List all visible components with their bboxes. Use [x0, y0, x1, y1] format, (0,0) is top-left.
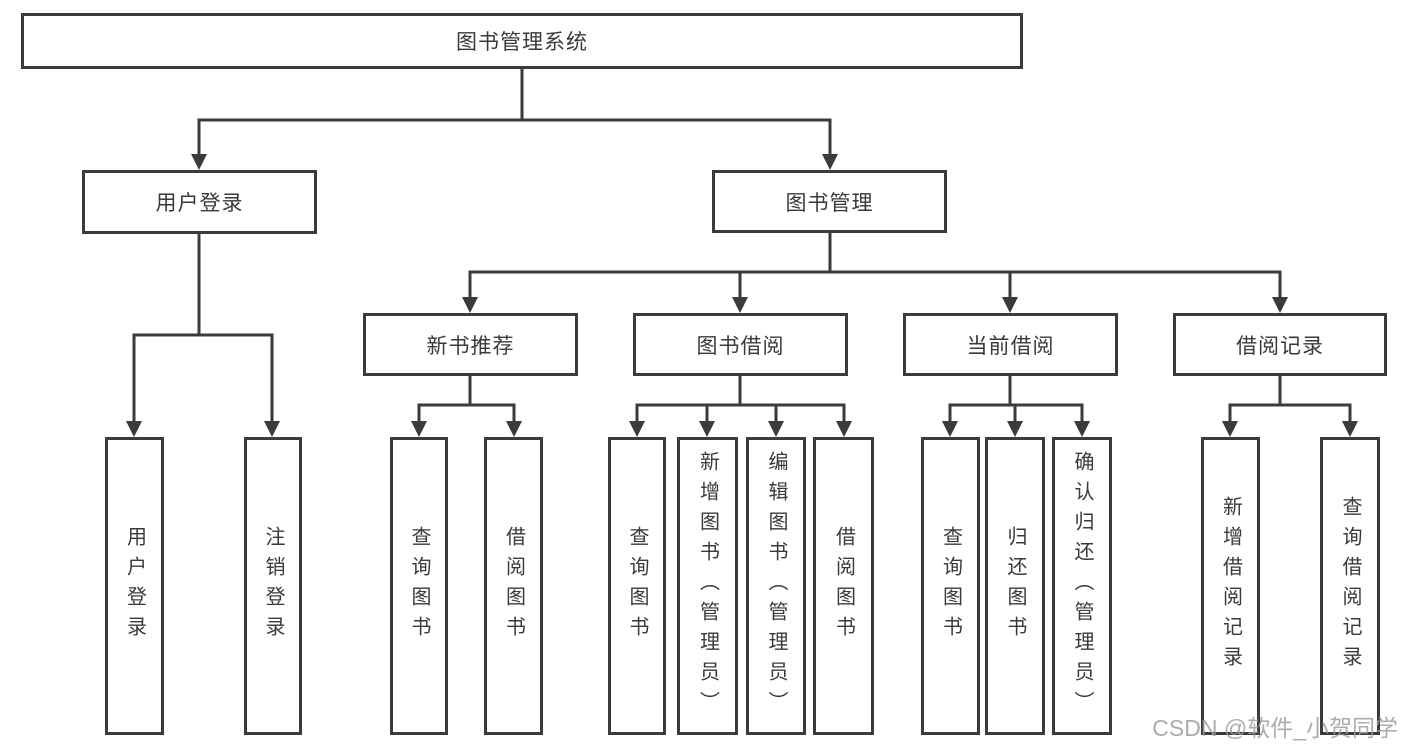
leaf-add-books-admin: 新增图书（管理员）: [677, 437, 738, 735]
leaf-borrow-books-borrowing: 借阅图书: [813, 437, 874, 735]
connector-borrowing-records: [1228, 376, 1352, 424]
arrow-down-icon: [629, 421, 645, 437]
arrow-down-icon: [1222, 421, 1238, 437]
leaf-add-books-admin-label: 新增图书（管理员）: [696, 451, 719, 721]
csdn-watermark: CSDN @软件_小贺同学: [1152, 715, 1398, 741]
leaf-query-books-recommend: 查询图书: [390, 437, 448, 735]
leaf-query-books-current-label: 查询图书: [939, 526, 962, 646]
arrow-down-icon: [836, 421, 852, 437]
arrow-down-icon: [506, 421, 522, 437]
node-new-book-recommend: 新书推荐: [363, 313, 578, 376]
arrow-down-icon: [1342, 421, 1358, 437]
leaf-query-borrow-record: 查询借阅记录: [1320, 437, 1380, 735]
leaf-borrow-books-borrowing-label: 借阅图书: [832, 526, 855, 646]
leaf-logout-login-label: 注销登录: [262, 526, 284, 646]
arrow-down-icon: [768, 421, 784, 437]
arrow-down-icon: [411, 421, 427, 437]
node-new-book-recommend-label: 新书推荐: [426, 334, 515, 358]
leaf-query-books-borrowing: 查询图书: [608, 437, 666, 735]
connector-user-login: [132, 234, 274, 424]
connector-book-management: [468, 233, 1282, 300]
node-root: 图书管理系统: [21, 13, 1023, 69]
leaf-query-borrow-record-label: 查询借阅记录: [1339, 496, 1361, 676]
leaf-add-borrow-record-label: 新增借阅记录: [1219, 496, 1242, 676]
arrow-down-icon: [126, 421, 142, 437]
leaf-add-borrow-record: 新增借阅记录: [1201, 437, 1260, 735]
node-book-borrowing-label: 图书借阅: [696, 334, 785, 358]
node-user-login: 用户登录: [82, 170, 317, 234]
arrow-down-icon: [1007, 421, 1023, 437]
arrow-down-icon: [732, 297, 748, 313]
connector-new-book-recommend: [417, 376, 516, 424]
connector-current-borrowing: [948, 376, 1084, 424]
node-user-login-label: 用户登录: [155, 192, 244, 215]
arrow-down-icon: [699, 421, 715, 437]
connector-root: [197, 69, 832, 157]
node-current-borrowing: 当前借阅: [903, 313, 1118, 376]
leaf-logout-login: 注销登录: [244, 437, 302, 735]
arrowheads: [126, 154, 1358, 437]
arrow-down-icon: [264, 421, 280, 437]
leaf-confirm-return-admin-label: 确认归还（管理员）: [1071, 451, 1093, 721]
arrow-down-icon: [1002, 297, 1018, 313]
leaf-user-login: 用户登录: [105, 437, 164, 735]
node-borrowing-records: 借阅记录: [1173, 313, 1387, 376]
connector-book-borrowing: [635, 376, 846, 424]
node-book-management: 图书管理: [712, 170, 947, 233]
node-root-label: 图书管理系统: [456, 31, 588, 54]
leaf-edit-books-admin-label: 编辑图书（管理员）: [765, 451, 787, 721]
arrow-down-icon: [462, 297, 478, 313]
arrow-down-icon: [1272, 297, 1288, 313]
node-book-management-label: 图书管理: [785, 191, 874, 215]
leaf-user-login-label: 用户登录: [123, 526, 146, 646]
arrow-down-icon: [191, 154, 207, 170]
leaf-confirm-return-admin: 确认归还（管理员）: [1052, 437, 1112, 735]
leaf-query-books-recommend-label: 查询图书: [408, 526, 430, 646]
node-borrowing-records-label: 借阅记录: [1236, 334, 1324, 358]
leaf-query-books-current: 查询图书: [921, 437, 980, 735]
arrow-down-icon: [822, 154, 838, 170]
leaf-borrow-books-recommend-label: 借阅图书: [502, 526, 525, 646]
leaf-borrow-books-recommend: 借阅图书: [484, 437, 543, 735]
leaf-return-books-label: 归还图书: [1004, 526, 1026, 646]
leaf-edit-books-admin: 编辑图书（管理员）: [746, 437, 806, 735]
leaf-query-books-borrowing-label: 查询图书: [626, 526, 648, 646]
arrow-down-icon: [1074, 421, 1090, 437]
arrow-down-icon: [942, 421, 958, 437]
node-current-borrowing-label: 当前借阅: [966, 334, 1055, 358]
node-book-borrowing: 图书借阅: [633, 313, 848, 376]
leaf-return-books: 归还图书: [985, 437, 1045, 735]
